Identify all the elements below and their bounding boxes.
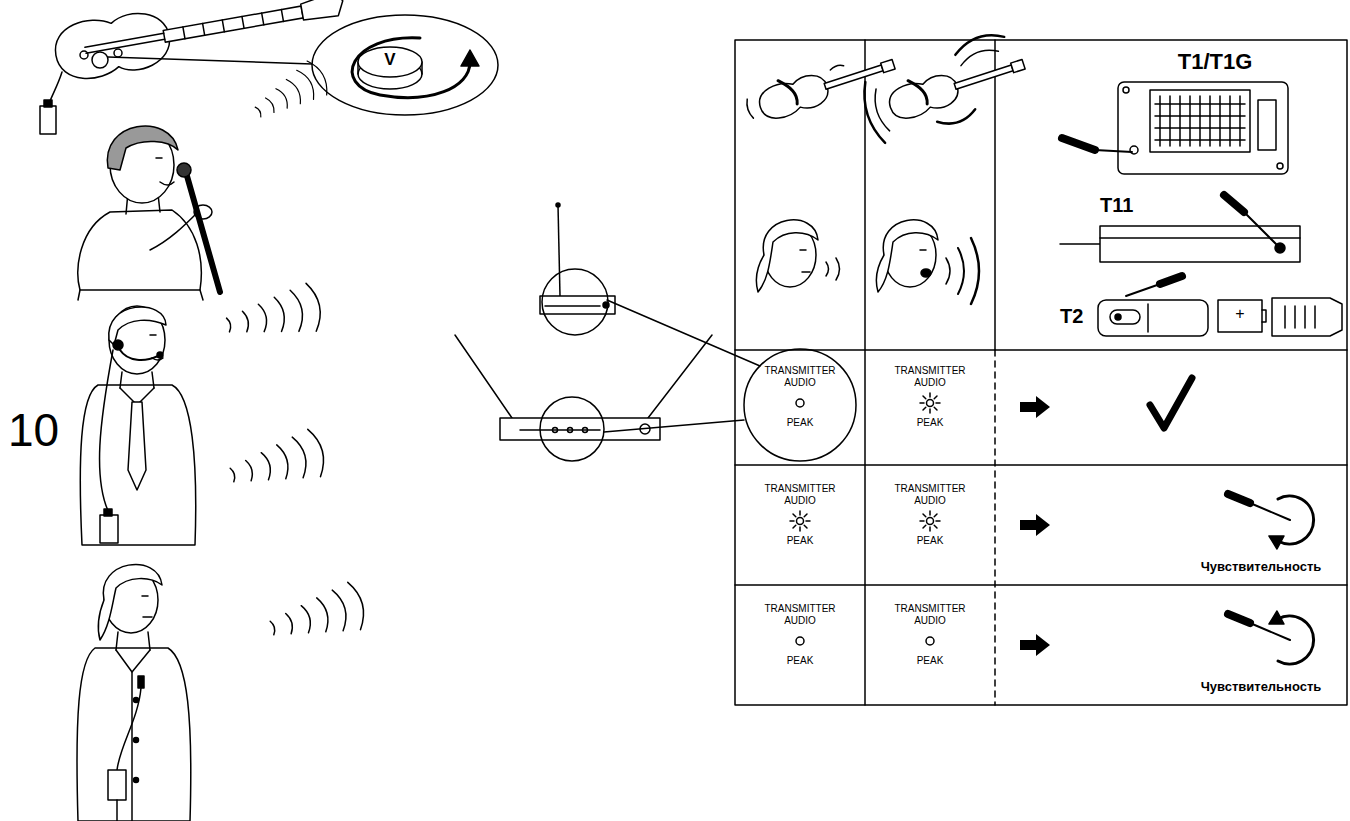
- table-grid: [735, 40, 1347, 705]
- peak-label: PEAK: [885, 535, 975, 547]
- receiver-units: [455, 203, 760, 461]
- face-quiet: [756, 220, 839, 292]
- model-label: T1/T1G: [1140, 50, 1290, 74]
- indicator-label: TRANSMITTER AUDIO: [885, 365, 975, 389]
- gain-decrease: [1228, 494, 1314, 549]
- check-mark: [1150, 378, 1192, 428]
- peak-label: PEAK: [755, 417, 845, 429]
- peak-label: PEAK: [755, 535, 845, 547]
- result-arrows: [1020, 396, 1050, 656]
- indicator-label: TRANSMITTER AUDIO: [755, 365, 845, 389]
- model-label: T2: [1060, 305, 1096, 327]
- indicator-label: TRANSMITTER AUDIO: [755, 603, 845, 627]
- knob-mark: V: [375, 51, 405, 70]
- sound-waves: [223, 58, 369, 652]
- step-number: 10: [8, 405, 88, 456]
- headset-figure: [80, 306, 195, 545]
- peak-label: PEAK: [755, 655, 845, 667]
- plug-on-transmitter: [1060, 195, 1300, 262]
- indicator-label: TRANSMITTER AUDIO: [885, 603, 975, 627]
- polarity-mark: +: [1230, 305, 1250, 323]
- sensitivity-label: Чувствительность: [1176, 560, 1346, 575]
- guitar-figure: [40, 0, 498, 134]
- model-label: T11: [1100, 194, 1160, 216]
- sensitivity-label: Чувствительность: [1176, 680, 1346, 695]
- peak-label: PEAK: [885, 417, 975, 429]
- indicator-label: TRANSMITTER AUDIO: [755, 483, 845, 507]
- singer-figure: [78, 126, 220, 300]
- face-loud: [876, 220, 979, 304]
- handheld-transmitter: [1098, 276, 1342, 336]
- lavalier-figure: [77, 564, 191, 821]
- peak-label: PEAK: [885, 655, 975, 667]
- guitar-loud: [855, 27, 1034, 149]
- bodypack-transmitter: [1062, 82, 1288, 174]
- guitar-quiet: [742, 45, 898, 127]
- indicator-label: TRANSMITTER AUDIO: [885, 483, 975, 507]
- gain-increase: [1228, 611, 1314, 664]
